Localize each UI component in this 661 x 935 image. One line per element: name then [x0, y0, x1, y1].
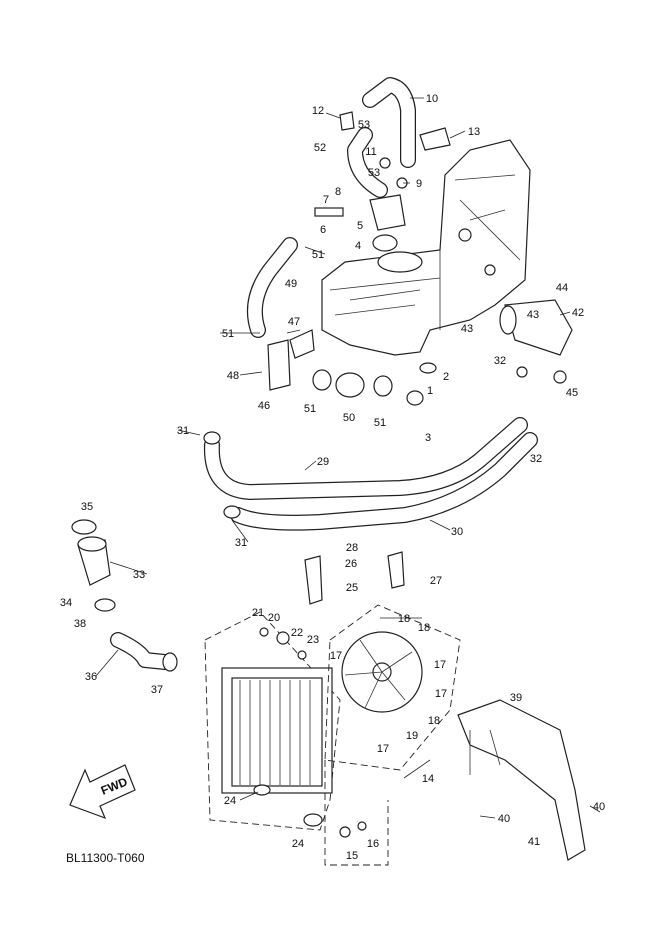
callout: 51: [222, 328, 234, 340]
callout: 40: [593, 801, 605, 813]
callout: 51: [374, 417, 386, 429]
callout: 41: [528, 836, 540, 848]
callout: 46: [258, 400, 270, 412]
callout: 51: [312, 249, 324, 261]
callout: 45: [566, 387, 578, 399]
callout: 25: [346, 582, 358, 594]
callout: 50: [343, 412, 355, 424]
callout: 18: [428, 715, 440, 727]
callout: 18: [398, 613, 410, 625]
callout: 29: [317, 456, 329, 468]
callout: 6: [320, 224, 326, 236]
callout: 17: [330, 650, 342, 662]
callout: 8: [335, 186, 341, 198]
callout: 21: [252, 607, 264, 619]
callout: 44: [556, 282, 568, 294]
callout: 22: [291, 627, 303, 639]
callout: 15: [346, 850, 358, 862]
callout: 28: [346, 542, 358, 554]
callout: 30: [451, 526, 463, 538]
callout: 49: [285, 278, 297, 290]
radiator-hoses: [203, 417, 538, 531]
callout: 53: [368, 167, 380, 179]
callout: 42: [572, 307, 584, 319]
callout: 16: [367, 838, 379, 850]
callout: 53: [358, 119, 370, 131]
callout: 19: [406, 730, 418, 742]
callout: 27: [430, 575, 442, 587]
callout: 32: [530, 453, 542, 465]
leader-lines: [95, 97, 601, 819]
callout: 17: [435, 688, 447, 700]
fwd-direction-arrow: FWD: [69, 764, 136, 820]
callout: 39: [510, 692, 522, 704]
callout: 5: [357, 220, 363, 232]
callout: 2: [443, 371, 449, 383]
callout: 31: [235, 537, 247, 549]
callout: 3: [425, 432, 431, 444]
callout: 33: [133, 569, 145, 581]
callout: 17: [377, 743, 389, 755]
callout: 17: [434, 659, 446, 671]
callout: 37: [151, 684, 163, 696]
callout: 34: [60, 597, 72, 609]
radiator: [204, 611, 341, 831]
callout: 38: [74, 618, 86, 630]
hose-joints: [267, 329, 567, 406]
engine-block: [321, 139, 531, 356]
callout: 31: [177, 425, 189, 437]
diagram-code: BL11300-T060: [66, 851, 145, 865]
callout: 23: [307, 634, 319, 646]
callout: 35: [81, 501, 93, 513]
callout: 7: [323, 194, 329, 206]
callout: 36: [85, 671, 97, 683]
callout: 48: [227, 370, 239, 382]
filler-neck: [71, 519, 178, 672]
callout: 10: [426, 93, 438, 105]
callout: 32: [494, 355, 506, 367]
callout: 1: [427, 385, 433, 397]
cooling-fan: [324, 604, 461, 866]
callout: 4: [355, 240, 361, 252]
callout: 26: [345, 558, 357, 570]
callout: 24: [292, 838, 304, 850]
callout: 14: [422, 773, 434, 785]
callout: 20: [268, 612, 280, 624]
callout: 43: [527, 309, 539, 321]
hose-brackets: [304, 551, 405, 605]
callout: 52: [314, 142, 326, 154]
air-guide: [457, 699, 586, 861]
callout: 11: [365, 146, 376, 158]
callout: 47: [288, 316, 300, 328]
water-pump-cover: [499, 299, 573, 356]
upper-hoses: [246, 77, 416, 338]
callout: 40: [498, 813, 510, 825]
callout: 9: [416, 178, 422, 190]
callout: 24: [224, 795, 236, 807]
callout: 43: [461, 323, 473, 335]
thermostat-assembly: [314, 111, 451, 252]
callout: 13: [468, 126, 480, 138]
callout: 12: [312, 105, 324, 117]
callout-labels: 10 12 13 53 11 52 53 9 8 7 6 5 4 51 49 4…: [60, 93, 605, 862]
callout: 18: [418, 622, 430, 634]
callout: 51: [304, 403, 316, 415]
